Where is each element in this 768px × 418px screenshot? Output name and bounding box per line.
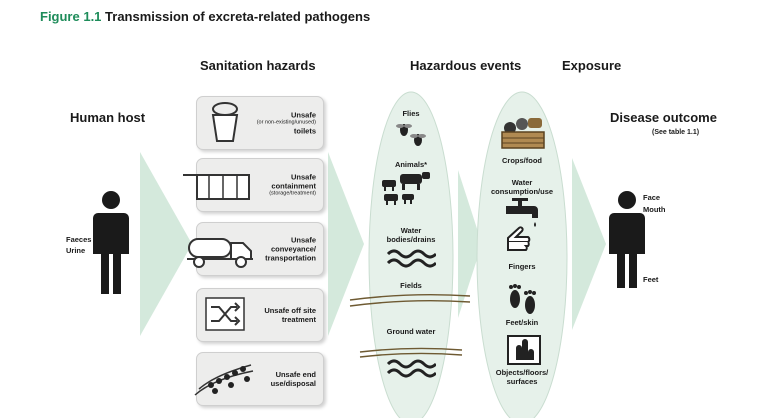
food-basket-icon [498,114,548,154]
shuffle-icon [205,297,245,331]
hazard-label-line1: Unsafe [290,110,316,120]
header-sanitation-hazards: Sanitation hazards [200,58,316,73]
exposure-label-fingers: Fingers [508,262,536,271]
tanker-truck-icon [185,231,259,269]
event-label-fields: Fields [400,281,422,290]
hazard-label-sub: (or non-existing/unused) [256,119,316,126]
flow-arrow-events-to-exposure [458,170,482,318]
tap-icon [504,198,540,230]
outcome-route-feet: Feet [643,275,659,284]
groundwater-icon [386,358,436,378]
field-lines-icon [349,293,471,358]
exposure-label-feet-skin: Feet/skin [505,318,539,327]
hazard-card-containment: Unsafe containment (storage/treatment) [183,158,324,212]
hazard-label-line2: containment [271,181,316,191]
animals-icon [380,170,436,206]
header-exposure: Exposure [562,58,622,73]
human-host-title: Human host [70,110,146,125]
water-waves-icon [386,248,436,268]
hand-icon [504,226,540,256]
exposure-label-water: Water consumption/use [490,178,554,196]
disease-outcome-subtitle: (See table 1.1) [652,129,700,136]
hazard-label-line1: Unsafe [290,172,316,182]
hazard-label-line1: Unsafe end [275,370,316,379]
hazard-label-line3: transportation [265,253,316,263]
flow-arrow-hazards-to-events [328,152,364,336]
hazard-label-line1: Unsafe off site [264,306,316,315]
figure-caption: Transmission of excreta-related pathogen… [105,9,371,24]
hazard-card-end-use: Unsafe end use/disposal [193,352,324,406]
hazard-label-line2: use/disposal [270,379,316,388]
toilet-icon [203,101,243,145]
human-host-silhouette-icon [93,191,129,294]
flow-arrow-exposure-to-outcome [572,158,606,330]
figure-number: Figure 1.1 [40,9,102,24]
outcome-route-face: Face [643,193,661,202]
hazard-card-conveyance: Unsafe conveyance/ transportation [187,222,324,276]
human-host-output-urine: Urine [66,246,86,255]
disease-outcome-silhouette-icon [609,191,645,288]
crops-field-icon [193,359,257,399]
event-label-animals: Animals* [394,160,428,169]
hazard-label-line2: treatment [281,315,316,324]
outcome-route-mouth: Mouth [643,205,666,214]
hazard-card-toilets: Unsafe (or non-existing/unused) toilets [196,96,324,150]
septic-tank-icon [179,169,259,203]
flies-icon [394,120,428,150]
hazard-card-offsite-treatment: Unsafe off site treatment [196,288,324,342]
event-label-water-bodies: Water bodies/drains [386,226,436,244]
disease-outcome-title: Disease outcome [610,110,717,125]
hazard-label-line1: Unsafe [290,235,316,245]
event-label-ground-water: Ground water [386,327,436,336]
human-host-output-faeces: Faeces [66,235,92,244]
objects-icon [506,334,542,366]
figure-title: Figure 1.1 Transmission of excreta-relat… [40,9,370,24]
exposure-ellipse [476,91,568,418]
hazard-label-line2: conveyance/ [270,244,316,254]
footprints-icon [506,283,540,317]
hazard-label-sub: (storage/treatment) [269,190,316,197]
event-label-flies: Flies [402,109,420,118]
header-hazardous-events: Hazardous events [410,58,522,73]
exposure-label-objects: Objects/floors/ surfaces [495,368,549,386]
flow-arrow-host-to-hazards [140,152,192,336]
hazard-label-line2: toilets [293,126,316,136]
exposure-label-crops-food: Crops/food [502,156,542,165]
